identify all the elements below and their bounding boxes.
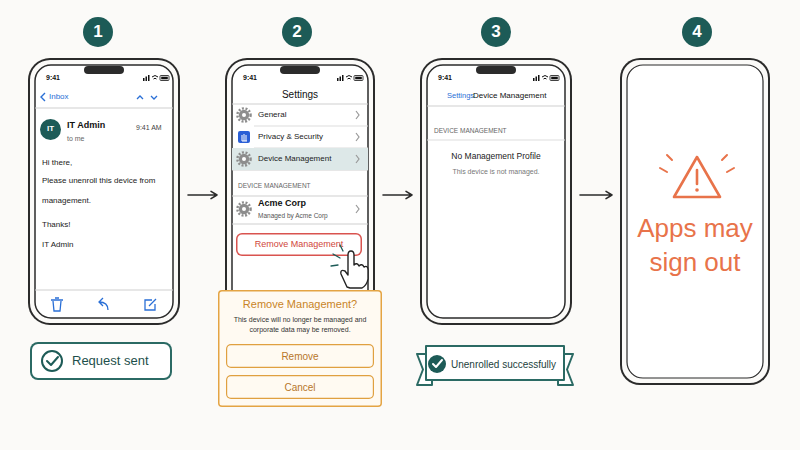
settings-row: Acme CorpManaged by Acme Corp — [232, 196, 368, 224]
node-text: 9:41 — [46, 73, 76, 82]
dialog-button: Remove — [226, 344, 374, 368]
phone-inner-screen — [232, 65, 368, 318]
separator-line — [35, 108, 173, 109]
success-ribbon: Unenrolled successfully — [416, 343, 574, 387]
warning-mark — [696, 170, 699, 184]
node-text: DEVICE MANAGEMENT — [434, 127, 554, 136]
node-text: No Management Profile — [420, 151, 572, 162]
gear-icon — [237, 152, 250, 165]
separator-line — [427, 140, 565, 141]
reply-icon — [99, 298, 108, 310]
gear-icon — [237, 108, 250, 121]
node-text: IT Admin — [42, 240, 142, 250]
phone-notch — [280, 66, 320, 74]
flow-arrow — [580, 191, 612, 198]
node-text: Hi there, — [42, 158, 152, 168]
hand-cursor — [341, 251, 368, 288]
step-number: 2 — [282, 17, 312, 47]
separator-line — [232, 104, 368, 105]
warning-triangle — [674, 157, 720, 197]
nav-chevrons — [137, 96, 157, 99]
node-text: This device is not managed. — [420, 167, 572, 176]
node-text: 9:41 AM — [136, 123, 172, 132]
status-icons — [143, 75, 169, 81]
node-text: Unenrolled successfully — [451, 358, 567, 371]
node-text: 9:41 — [438, 73, 468, 82]
node-text: 9:41 — [243, 73, 273, 82]
node-text: Inbox — [49, 92, 89, 102]
phone-settings: 9:41SettingsDEVICE MANAGEMENT GeneralPriv… — [225, 58, 375, 325]
node-text: 3 — [481, 21, 511, 43]
status-icons — [533, 75, 559, 81]
node-text: IT Admin — [67, 120, 129, 132]
row-chevrons — [356, 111, 359, 213]
settings-row: Device Management — [232, 148, 368, 170]
node-text: Settings — [225, 88, 375, 101]
privacy-hand — [242, 134, 247, 141]
node-text: Apps may sign out — [620, 211, 770, 279]
check-mark — [47, 357, 58, 365]
step-number: 1 — [83, 17, 113, 47]
node-text: Privacy & Security — [258, 132, 350, 142]
node-text: This device will no longer be managed an… — [232, 315, 368, 336]
separator-line — [35, 290, 173, 291]
node-text: Thanks! — [42, 220, 142, 230]
remove-button: Remove Management — [236, 233, 362, 256]
check-circle — [42, 351, 62, 371]
separator-line — [232, 224, 368, 225]
confirm-dialog: Remove Management? This device will no lo… — [218, 290, 382, 407]
gear-icon — [237, 202, 250, 215]
phone-notch — [476, 66, 516, 74]
flow-arrow — [188, 191, 217, 198]
node-text: Device Management — [258, 154, 350, 164]
step-number: 3 — [481, 17, 511, 47]
node-text: Device Management — [473, 91, 559, 101]
status-badge: Request sent — [30, 342, 172, 380]
phone-email: 9:41Inbox IT Admin to me 9:41 AM Hi there, Pl… — [28, 58, 180, 325]
separator-line — [232, 196, 368, 197]
node-text: Remove Management — [236, 239, 362, 251]
back-chevron — [41, 93, 45, 101]
settings-row: Privacy & Security — [232, 126, 368, 148]
settings-row: General — [232, 104, 368, 126]
avatar-circle: IT — [40, 119, 61, 140]
flow-arrow — [383, 191, 412, 198]
phone-result: Apps may sign out — [620, 58, 770, 385]
check-circle — [428, 355, 446, 373]
separator-line — [254, 126, 368, 127]
warning-rays — [660, 155, 734, 172]
node-text: Acme Corp — [258, 198, 350, 210]
warning-dot — [695, 188, 699, 192]
node-text: Cancel — [226, 381, 374, 394]
trash-icon — [51, 298, 63, 311]
tap-rays — [331, 245, 343, 266]
node-text: 4 — [682, 21, 712, 43]
node-text: General — [258, 110, 350, 120]
privacy-icon — [238, 131, 250, 143]
node-text: DEVICE MANAGEMENT — [238, 182, 358, 191]
separator-line — [427, 106, 565, 107]
node-text: IT — [40, 124, 61, 134]
phone-inner-screen — [427, 65, 565, 318]
node-text: Remove — [226, 350, 374, 363]
phone-inner-screen — [35, 65, 173, 318]
compose-icon — [145, 299, 156, 310]
node-text: 2 — [282, 21, 312, 43]
node-text: 1 — [83, 21, 113, 43]
node-text: Remove Management? — [218, 297, 382, 311]
status-icons — [337, 75, 363, 81]
phone-device-management: 9:41SettingsDevice ManagementDEVICE MANA… — [420, 58, 572, 325]
step-number: 4 — [682, 17, 712, 47]
node-text: Please unenroll this device from managem… — [42, 171, 160, 211]
node-text: to me — [67, 134, 107, 143]
node-text: Request sent — [72, 353, 168, 370]
dialog-button: Cancel — [226, 375, 374, 399]
phone-notch — [84, 66, 124, 74]
node-text: Managed by Acme Corp — [258, 212, 358, 221]
check-mark — [433, 360, 442, 367]
